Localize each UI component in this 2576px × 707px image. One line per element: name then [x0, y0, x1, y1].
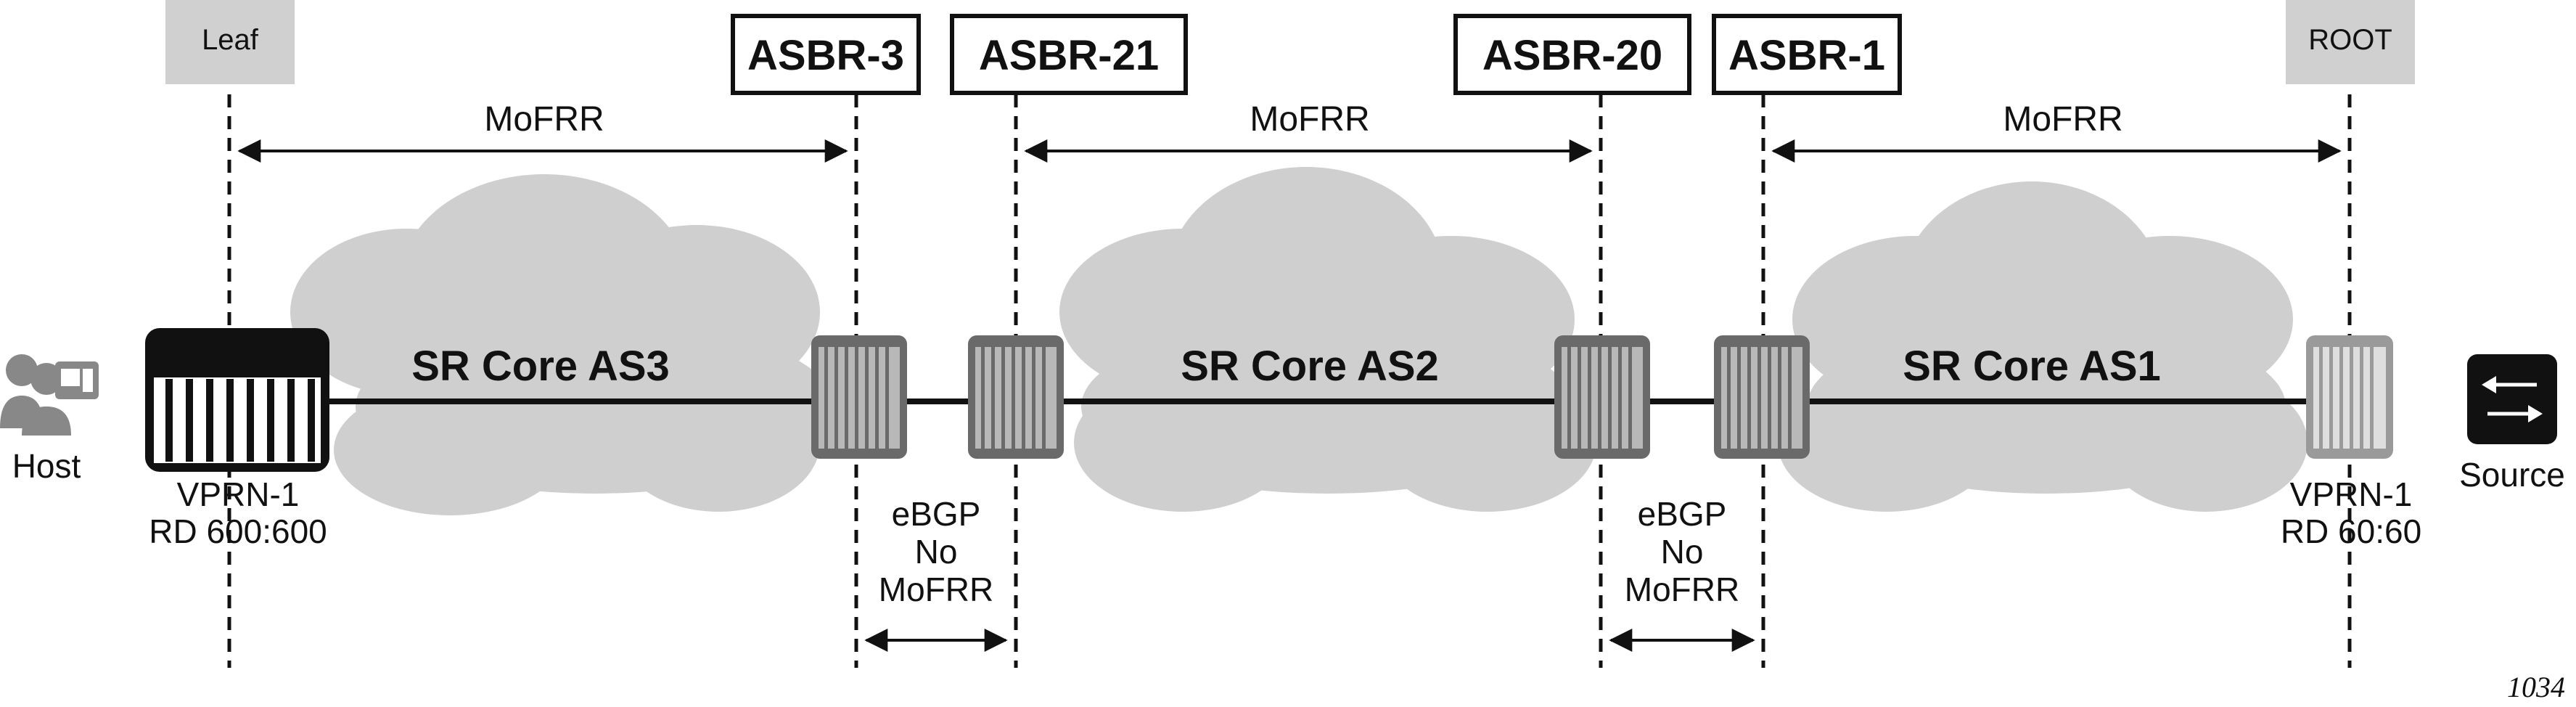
- mofrr-mid-label: MoFRR: [1250, 100, 1369, 139]
- ebgp-right-line1: eBGP: [1638, 495, 1727, 533]
- ebgp-left-line3: MoFRR: [879, 571, 993, 608]
- mofrr-right-label: MoFRR: [2003, 100, 2122, 139]
- asbr-20-label: ASBR-20: [1482, 32, 1662, 79]
- asbr-1-label: ASBR-1: [1728, 32, 1885, 79]
- cloud-sr-core-as3: [290, 174, 834, 515]
- ebgp-right-line2: No: [1661, 533, 1704, 571]
- asbr-21-router-icon: [968, 335, 1064, 459]
- ebgp-left-line2: No: [915, 533, 958, 571]
- ebgp-right-line3: MoFRR: [1625, 571, 1739, 608]
- sr-core-as3-label: SR Core AS3: [411, 343, 670, 390]
- asbr-3-label: ASBR-3: [747, 32, 904, 79]
- root-tag-label: ROOT: [2308, 24, 2392, 56]
- mofrr-left-label: MoFRR: [484, 100, 604, 139]
- asbr-20-box: [1453, 14, 1691, 95]
- source-switch-icon: [2467, 354, 2557, 444]
- leaf-router-icon: [145, 328, 329, 472]
- asbr-1-box: [1712, 14, 1902, 95]
- leaf-tag-label: Leaf: [202, 24, 259, 56]
- ebgp-left-line1: eBGP: [892, 495, 981, 533]
- leaf-rd-label: RD 600:600: [149, 512, 327, 550]
- figure-number: 1034: [2507, 671, 2565, 703]
- source-label: Source: [2459, 456, 2565, 494]
- asbr-21-box: [950, 14, 1188, 95]
- cloud-sr-core-as1: [1778, 181, 2308, 512]
- asbr-20-router-icon: [1554, 335, 1650, 459]
- root-tag: [2286, 0, 2415, 84]
- cloud-sr-core-as2: [1059, 167, 1596, 512]
- root-vprn-label: VPRN-1: [2290, 475, 2413, 513]
- asbr-1-router-icon: [1714, 335, 1810, 459]
- asbr-3-router-icon: [811, 335, 907, 459]
- leaf-vprn-label: VPRN-1: [177, 475, 300, 513]
- root-router-icon: [2306, 335, 2393, 459]
- sr-core-as1-label: SR Core AS1: [1903, 343, 2161, 390]
- asbr-21-label: ASBR-21: [979, 32, 1159, 79]
- host-label: Host: [12, 447, 81, 485]
- asbr-3-box: [731, 14, 921, 95]
- root-rd-label: RD 60:60: [2281, 512, 2421, 550]
- sr-core-as2-label: SR Core AS2: [1181, 343, 1439, 390]
- host-icon: [0, 354, 99, 436]
- leaf-tag: [165, 0, 295, 84]
